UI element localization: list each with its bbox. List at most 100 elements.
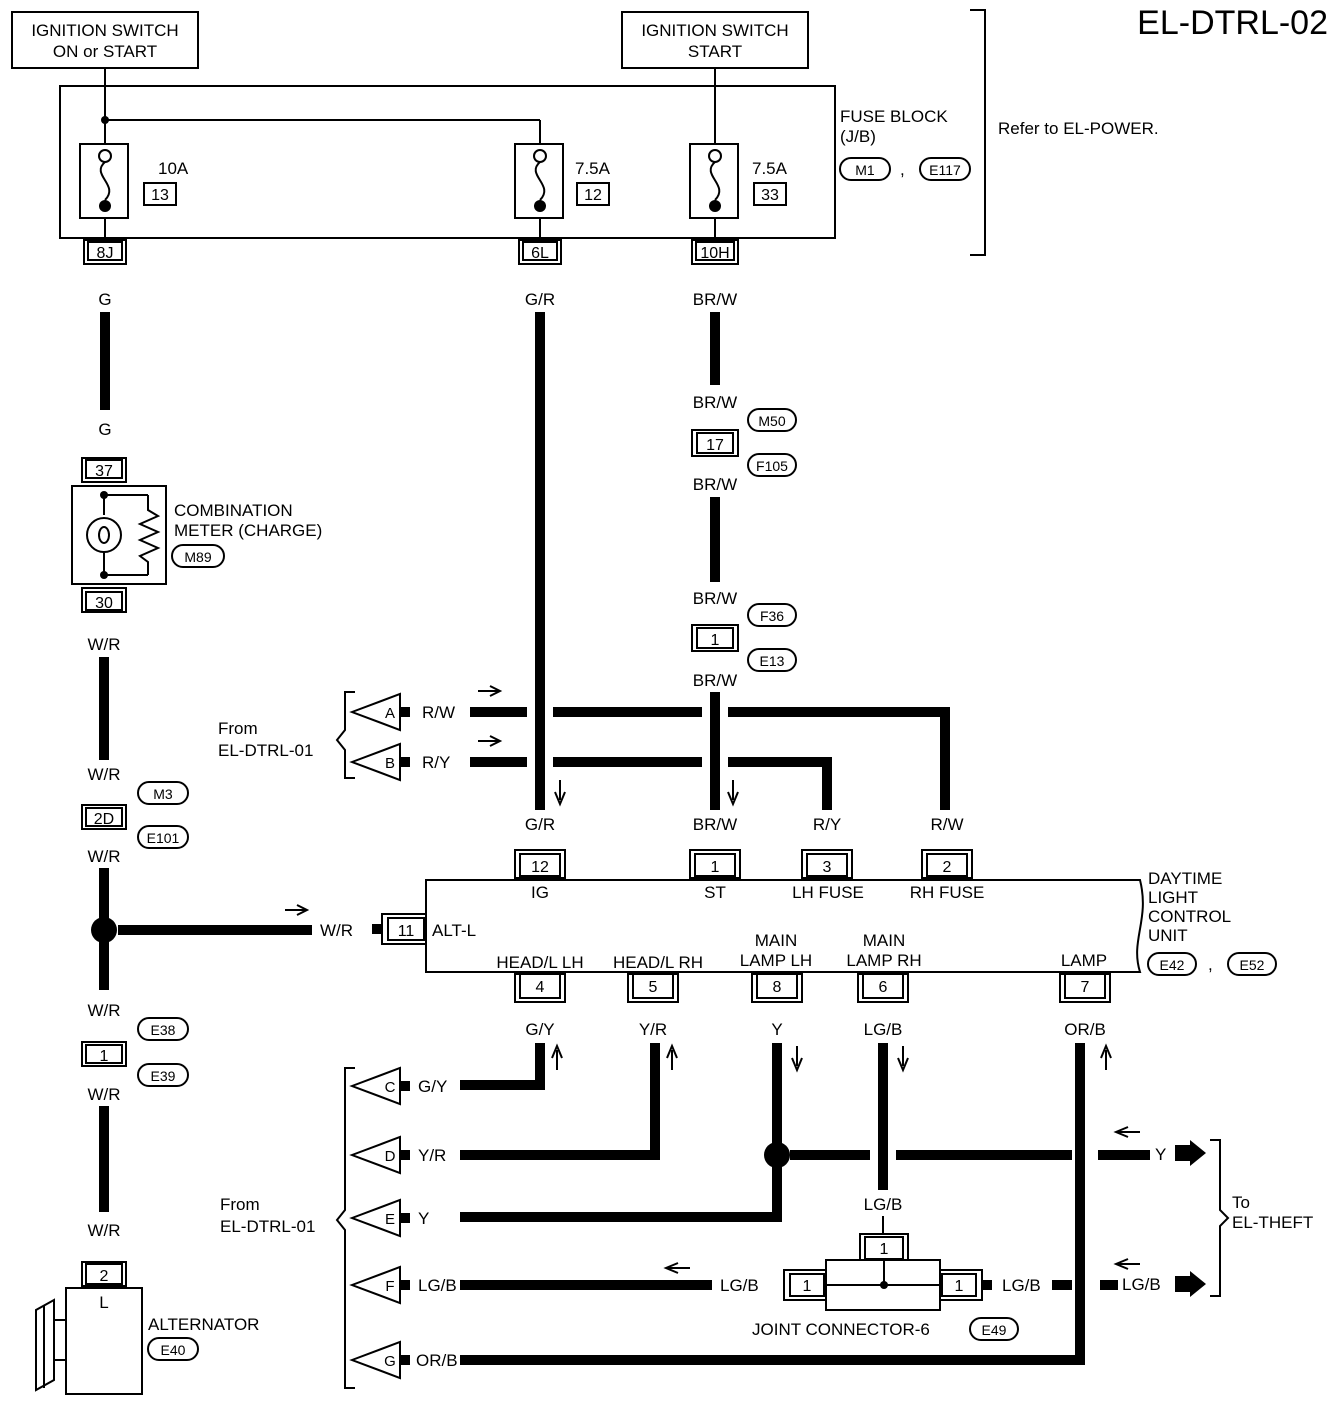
from-bottom-connectors: C G/Y D Y/R E Y F LG/B G OR/B xyxy=(349,1066,458,1380)
wire-brw-3: BR/W xyxy=(693,475,737,494)
theft-label-1: To xyxy=(1232,1193,1250,1212)
wire-wr-3: W/R xyxy=(87,847,120,866)
wire-g-top: G xyxy=(98,290,111,309)
meter-pin-37: 37 xyxy=(95,463,113,480)
alternator-conn: E40 xyxy=(161,1342,186,1358)
unit-conn-1: E42 xyxy=(1160,957,1185,973)
unit-label-main-lh-2: LAMP LH xyxy=(740,951,812,970)
pin-17: 17 xyxy=(706,437,724,454)
to-el-theft: Y LG/B To EL-THEFT xyxy=(1113,1126,1313,1297)
unit-label-lamp: LAMP xyxy=(1061,951,1107,970)
fuse-pins: 8J 6L 10H xyxy=(83,239,739,265)
pin-2d: 2D xyxy=(94,811,114,828)
fuse-2-num: 12 xyxy=(584,187,602,204)
conn-e13: E13 xyxy=(760,653,785,669)
unit-pin-12: 12 xyxy=(531,859,549,876)
ignition-start-box: IGNITION SWITCH START xyxy=(621,11,809,69)
wire-wr-2: W/R xyxy=(87,765,120,784)
meter-name-1: COMBINATION xyxy=(174,501,293,520)
top-wire-rw: R/W xyxy=(930,815,963,834)
from-letter-b: B xyxy=(385,755,395,772)
pin-1-alt: 1 xyxy=(100,1048,109,1065)
unit-label-main-rh-1: MAIN xyxy=(863,931,906,950)
fuse-2-amp: 7.5A xyxy=(575,159,611,178)
unit-pin-3: 3 xyxy=(823,859,832,876)
ignition-start-line2: START xyxy=(688,42,742,61)
unit-label-headl-rh: HEAD/L RH xyxy=(613,953,703,972)
unit-name-1: DAYTIME xyxy=(1148,869,1222,888)
top-wire-brw: BR/W xyxy=(693,815,737,834)
unit-label-st: ST xyxy=(704,883,726,902)
pin-10h: 10H xyxy=(700,245,729,262)
joint-conn: E49 xyxy=(982,1322,1007,1338)
wire-wr-5: W/R xyxy=(87,1085,120,1104)
unit-pin-2: 2 xyxy=(943,859,952,876)
fuse-block-name-1: FUSE BLOCK xyxy=(840,107,948,126)
bottom-wire-gy: G/Y xyxy=(525,1020,554,1039)
wire-wr-4: W/R xyxy=(87,1001,120,1020)
unit-pin-6: 6 xyxy=(879,979,888,996)
unit-label-lh-fuse: LH FUSE xyxy=(792,883,864,902)
unit-pin-8: 8 xyxy=(773,979,782,996)
bottom-wire-y: Y xyxy=(771,1020,782,1039)
svg-text:,: , xyxy=(900,160,905,179)
unit-pin-11: 11 xyxy=(398,923,415,940)
wire-wr-6: W/R xyxy=(87,1221,120,1240)
conn-m3: M3 xyxy=(153,786,173,802)
unit-conn-2: E52 xyxy=(1240,957,1265,973)
joint-wire-right: LG/B xyxy=(1002,1276,1041,1295)
from-letter-a: A xyxy=(385,705,395,722)
from-b-wire: R/Y xyxy=(422,753,450,772)
diagram-title: EL-DTRL-02 xyxy=(1137,4,1328,42)
from-letter-e: E xyxy=(385,1211,395,1228)
unit-name-3: CONTROL xyxy=(1148,907,1231,926)
conn-e101: E101 xyxy=(147,830,180,846)
fuse-block-conn-1: M1 xyxy=(855,162,875,178)
top-wire-ry: R/Y xyxy=(813,815,841,834)
meter-name-2: METER (CHARGE) xyxy=(174,521,322,540)
daytime-light-control-unit: IG ST LH FUSE RH FUSE 11 ALT-L W/R HEAD/… xyxy=(320,869,1277,976)
conn-f36: F36 xyxy=(760,608,784,624)
pin-6l: 6L xyxy=(531,245,549,262)
wire-brw-1: BR/W xyxy=(693,290,737,309)
fuse-3-amp: 7.5A xyxy=(752,159,788,178)
from-letter-f: F xyxy=(385,1278,394,1295)
alternator-name: ALTERNATOR xyxy=(148,1315,259,1334)
from-bottom-label-1: From xyxy=(220,1195,260,1214)
joint-pin-top: 1 xyxy=(880,1241,889,1258)
alt-pin-2: 2 xyxy=(100,1268,109,1285)
from-a-wire: R/W xyxy=(422,703,455,722)
fuse-1-amp: 10A xyxy=(158,159,189,178)
unit-bottom-pins: 4 5 8 6 7 G/Y Y/R Y LG/B OR/B xyxy=(514,973,1111,1039)
wire-brw-2: BR/W xyxy=(693,393,737,412)
wire-wr-1: W/R xyxy=(87,635,120,654)
alt-wire-wr: W/R xyxy=(320,921,353,940)
ignition-start-line1: IGNITION SWITCH xyxy=(641,21,788,40)
ignition-on-box: IGNITION SWITCH ON or START xyxy=(11,11,199,69)
theft-wire-y: Y xyxy=(1155,1145,1166,1164)
from-letter-c: C xyxy=(385,1079,396,1096)
wire-gr-top: G/R xyxy=(525,290,555,309)
pin-1-st: 1 xyxy=(711,632,720,649)
from-f-wire: LG/B xyxy=(418,1276,457,1295)
alternator: 2 L ALTERNATOR E40 xyxy=(35,1261,259,1395)
from-bottom-label-2: EL-DTRL-01 xyxy=(220,1217,315,1236)
fuse-block-name-2: (J/B) xyxy=(840,127,876,146)
wire-g-bottom: G xyxy=(98,420,111,439)
unit-label-ig: IG xyxy=(531,883,549,902)
from-c-wire: G/Y xyxy=(418,1077,447,1096)
unit-pin-1: 1 xyxy=(711,859,720,876)
unit-top-pins: G/R BR/W R/Y R/W 12 1 3 2 xyxy=(514,815,973,879)
unit-name-2: LIGHT xyxy=(1148,888,1198,907)
combination-meter: 37 30 COMBINATION METER (CHARGE) M89 xyxy=(71,457,322,613)
joint-wire-top: LG/B xyxy=(864,1195,903,1214)
fuse-3-num: 33 xyxy=(761,187,779,204)
from-letter-d: D xyxy=(385,1148,396,1165)
bottom-wire-orb: OR/B xyxy=(1064,1020,1106,1039)
conn-e39: E39 xyxy=(151,1068,176,1084)
refer-el-power: Refer to EL-POWER. xyxy=(998,119,1159,138)
fuse-block: 10A 13 7.5A 12 7.5A 33 FUSE BLOCK (J/B) … xyxy=(59,68,971,239)
joint-name: JOINT CONNECTOR-6 xyxy=(752,1320,930,1339)
from-letter-g: G xyxy=(384,1353,396,1370)
